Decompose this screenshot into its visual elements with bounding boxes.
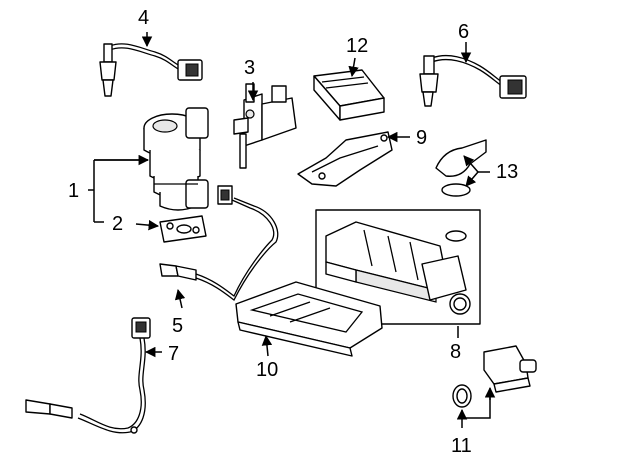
callout-4: 4	[138, 7, 149, 29]
part-5-oxygen-sensor	[159, 185, 279, 301]
part-9-heat-shield	[297, 131, 393, 187]
leader-lines	[88, 32, 496, 428]
callout-7: 7	[168, 343, 179, 365]
callout-2: 2	[112, 213, 123, 235]
callout-10: 10	[256, 359, 278, 381]
part-6-oxygen-sensor	[419, 54, 527, 107]
part-10-bracket	[235, 281, 383, 357]
part-7-oxygen-sensor	[25, 317, 151, 434]
callout-12: 12	[346, 35, 368, 57]
part-13-cap	[435, 139, 487, 197]
part-4-oxygen-sensor	[99, 43, 203, 97]
callout-9: 9	[416, 127, 427, 149]
callout-6: 6	[458, 21, 469, 43]
callout-11: 11	[451, 435, 472, 457]
callout-1: 1	[68, 180, 79, 202]
part-1-egr-valve	[143, 107, 209, 211]
callout-13: 13	[496, 161, 518, 183]
part-2-gasket	[159, 215, 207, 243]
part-3-solenoid	[233, 83, 297, 169]
part-8-canister	[315, 209, 481, 325]
part-12-foam-pad	[313, 69, 385, 121]
part-11-sensor	[452, 345, 537, 408]
callout-8: 8	[450, 341, 461, 363]
callout-5: 5	[172, 315, 183, 337]
callout-3: 3	[244, 57, 255, 79]
